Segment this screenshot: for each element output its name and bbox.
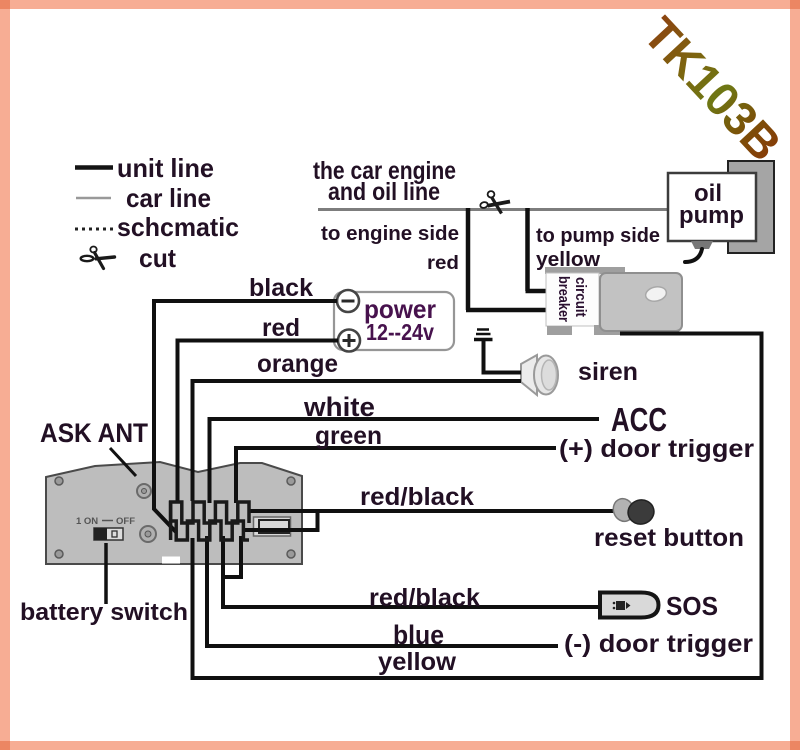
svg-text:and oil line: and oil line xyxy=(328,178,440,206)
svg-text:1 ON: 1 ON xyxy=(76,516,98,527)
svg-text:12--24v: 12--24v xyxy=(366,319,434,345)
svg-text:black: black xyxy=(249,274,313,302)
svg-text:white: white xyxy=(303,392,375,422)
svg-text:the car engine: the car engine xyxy=(313,157,456,185)
svg-text:OFF: OFF xyxy=(116,516,135,527)
svg-text:schcmatic: schcmatic xyxy=(117,212,239,242)
svg-text:to pump side: to pump side xyxy=(536,225,660,247)
svg-text:(-) door trigger: (-) door trigger xyxy=(564,630,753,658)
svg-text:green: green xyxy=(315,422,382,450)
svg-text:battery switch: battery switch xyxy=(20,599,188,626)
svg-text:unit line: unit line xyxy=(117,153,214,183)
svg-text:siren: siren xyxy=(578,358,638,386)
svg-text:red/black: red/black xyxy=(360,483,474,511)
svg-text:blue: blue xyxy=(393,620,444,650)
svg-text:ASK ANT: ASK ANT xyxy=(40,418,148,448)
svg-text:power: power xyxy=(364,294,436,324)
svg-text:oil: oil xyxy=(694,180,722,207)
svg-text:car line: car line xyxy=(126,183,211,213)
svg-text:cut: cut xyxy=(139,243,176,273)
svg-text:SOS: SOS xyxy=(666,591,718,621)
svg-text:red: red xyxy=(427,253,459,274)
svg-text:yellow: yellow xyxy=(536,249,600,271)
svg-text:pump: pump xyxy=(679,202,744,229)
svg-text:red/black: red/black xyxy=(369,584,480,612)
svg-text:orange: orange xyxy=(257,350,338,378)
svg-text:yellow: yellow xyxy=(378,648,457,676)
svg-text:breaker: breaker xyxy=(555,276,572,322)
svg-text:to engine side: to engine side xyxy=(321,223,459,245)
svg-text:(+) door trigger: (+) door trigger xyxy=(559,435,754,463)
svg-text:ACC: ACC xyxy=(611,401,667,438)
svg-text:reset button: reset button xyxy=(594,524,744,552)
svg-text:circuit: circuit xyxy=(572,277,589,317)
svg-text:red: red xyxy=(262,314,300,342)
